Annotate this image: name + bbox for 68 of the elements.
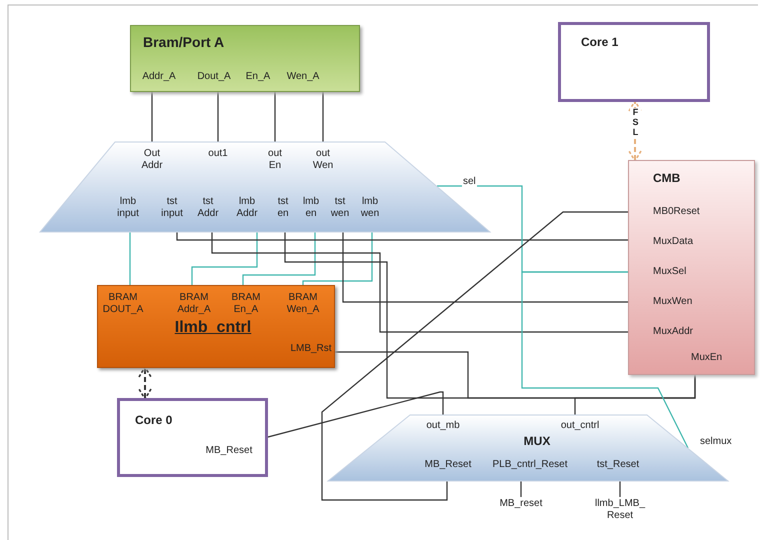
port-label: MB0Reset <box>653 206 700 218</box>
wire <box>322 92 324 142</box>
wire <box>619 481 621 497</box>
controller-box <box>97 285 335 368</box>
port-label: MB_Reset <box>424 459 472 471</box>
port-label: tst_Reset <box>596 459 640 471</box>
port-label: BRAM Wen_A <box>286 292 320 316</box>
wire <box>151 92 153 142</box>
wire <box>268 391 444 438</box>
block-title: Core 0 <box>135 413 172 428</box>
port-label: out Wen <box>312 148 334 172</box>
port-label: out En <box>268 148 282 172</box>
block-title: Ilmb_cntrl <box>174 319 252 337</box>
port-label: lmb wen <box>360 196 380 220</box>
wire <box>342 232 628 303</box>
port-label: tst en <box>277 196 289 220</box>
port-label: tst wen <box>330 196 350 220</box>
block-box <box>628 160 755 375</box>
block-title: MUX <box>524 434 550 449</box>
port-label: Wen_A <box>286 71 320 83</box>
port-label: out_mb <box>426 420 460 432</box>
block-title: Bram/Port A <box>143 35 224 50</box>
port-label: lmb en <box>302 196 320 220</box>
port-label: MB_Reset <box>206 445 252 457</box>
wire <box>242 232 316 285</box>
port-label: En_A <box>246 71 270 83</box>
block-title: Core 1 <box>581 35 618 50</box>
wire <box>520 481 522 497</box>
port-label: lmb Addr <box>236 196 258 220</box>
port-label: BRAM Addr_A <box>177 292 211 316</box>
core-box <box>558 22 710 102</box>
port-label: LMB_Rst <box>290 343 332 355</box>
wire <box>176 232 628 241</box>
edge-label: FSL <box>630 108 641 138</box>
wire <box>129 232 131 285</box>
port-label: tst Addr <box>197 196 219 220</box>
wire <box>217 92 219 142</box>
core-box <box>117 398 268 477</box>
port-label: lmb input <box>117 196 139 220</box>
port-label: out_cntrl <box>560 420 600 432</box>
port-label: MuxWen <box>653 296 692 308</box>
port-label: MuxEn <box>691 352 722 364</box>
block-box <box>130 25 360 92</box>
port-label: Addr_A <box>142 71 176 83</box>
wire <box>321 211 628 501</box>
port-label: MuxData <box>653 236 694 248</box>
port-label: BRAM DOUT_A <box>102 292 144 316</box>
wire <box>274 92 276 142</box>
block-title: CMB <box>653 171 680 186</box>
port-label: BRAM En_A <box>232 292 260 316</box>
port-label: out1 <box>208 148 228 160</box>
edge-label: sel <box>462 176 477 187</box>
signal-label: selmux <box>700 436 732 448</box>
pin-label: MB_reset <box>500 498 542 510</box>
demux-trapezoid <box>40 142 490 232</box>
port-label: Out Addr <box>141 148 163 172</box>
port-label: tst input <box>161 196 183 220</box>
port-label: MuxSel <box>653 266 686 278</box>
wire <box>521 271 689 448</box>
wire <box>191 232 258 285</box>
wire <box>302 232 373 285</box>
port-label: MuxAddr <box>653 326 694 338</box>
wire <box>335 351 696 399</box>
port-label: Dout_A <box>197 71 231 83</box>
port-label: PLB_cntrl_Reset <box>492 459 568 471</box>
pin-label: llmb_LMB_ Reset <box>594 498 646 522</box>
double-arrow <box>138 366 152 400</box>
wire <box>211 232 628 333</box>
